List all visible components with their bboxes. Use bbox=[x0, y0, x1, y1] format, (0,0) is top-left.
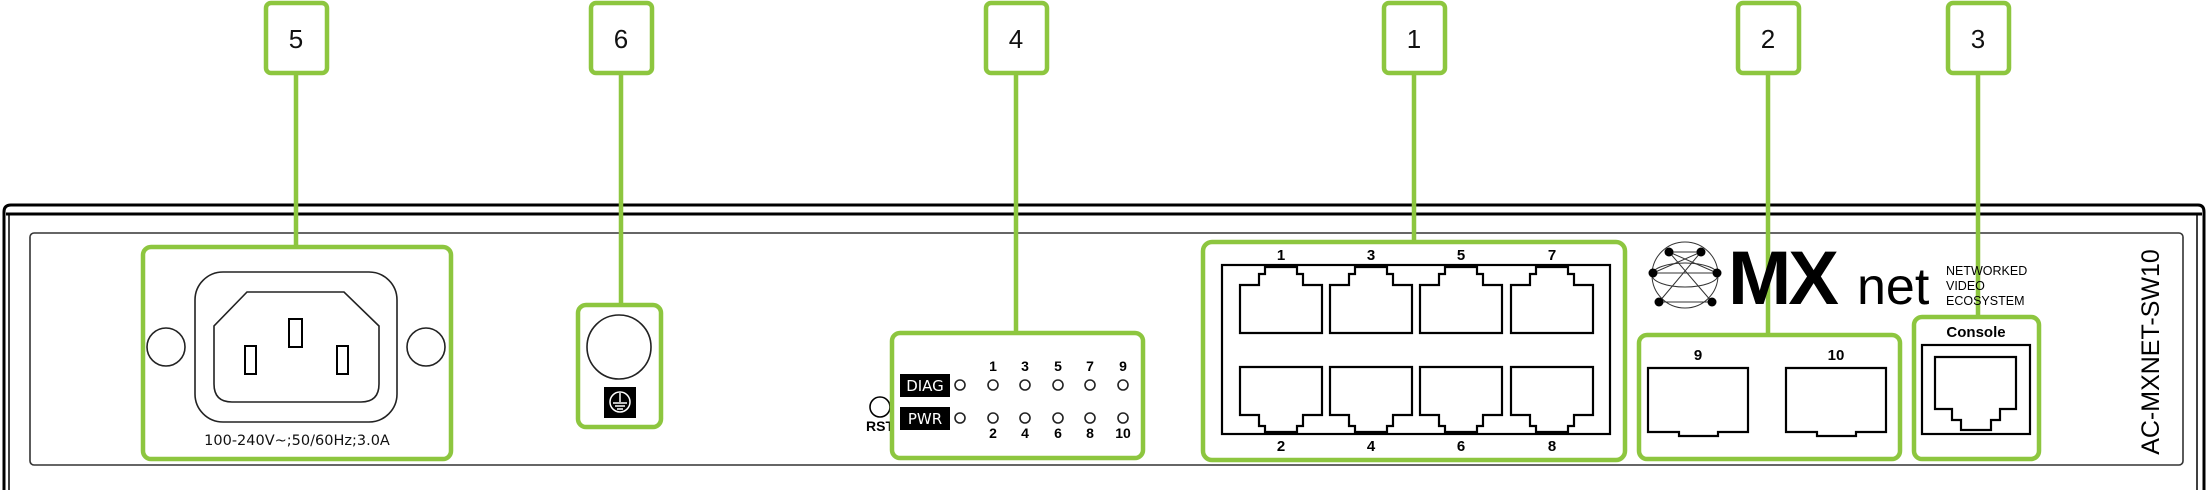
led-number: 10 bbox=[1115, 425, 1131, 441]
svg-text:net: net bbox=[1857, 258, 1930, 316]
pwr-led bbox=[954, 412, 966, 424]
diag-label-bg bbox=[900, 374, 950, 397]
port-led bbox=[1117, 379, 1129, 391]
console-label: Console bbox=[1946, 324, 2005, 341]
led-indicator-group: DIAG PWR 1 3 5 7 9 2 4 6 8 10 bbox=[889, 330, 1146, 461]
port-led bbox=[1052, 379, 1064, 391]
svg-text:3: 3 bbox=[1971, 24, 1985, 54]
svg-text:NETWORKED: NETWORKED bbox=[1946, 264, 2027, 278]
earth-pin bbox=[288, 318, 303, 348]
rj45-port[interactable] bbox=[1328, 265, 1414, 335]
led-number: 1 bbox=[989, 358, 997, 374]
led-number: 5 bbox=[1054, 358, 1062, 374]
port-led bbox=[1084, 412, 1096, 424]
mxnet-logo: MX net NETWORKED VIDEO ECOSYSTEM bbox=[1648, 236, 2027, 321]
svg-text:VIDEO: VIDEO bbox=[1946, 279, 1985, 293]
port-led bbox=[1117, 412, 1129, 424]
front-plate bbox=[29, 232, 2184, 466]
callout-2: 2 bbox=[1735, 0, 1802, 76]
rj45-port[interactable] bbox=[1418, 365, 1504, 434]
ground-screw bbox=[586, 314, 652, 380]
svg-text:2: 2 bbox=[1761, 24, 1775, 54]
svg-text:MX: MX bbox=[1728, 236, 1839, 321]
port-number: 7 bbox=[1548, 247, 1556, 264]
console-port-group: Console bbox=[1911, 314, 2042, 462]
led-number: 6 bbox=[1054, 425, 1062, 441]
console-port[interactable] bbox=[1933, 355, 2018, 432]
led-number: 2 bbox=[989, 425, 997, 441]
port-led bbox=[987, 412, 999, 424]
port-number: 2 bbox=[1277, 438, 1285, 455]
port-led bbox=[1019, 379, 1031, 391]
rj45-port[interactable] bbox=[1328, 365, 1414, 434]
svg-text:RST: RST bbox=[866, 418, 894, 434]
led-number: 7 bbox=[1086, 358, 1094, 374]
ethernet-port-group: 1 2 3 4 5 6 7 8 bbox=[1200, 239, 1628, 463]
port-number: 4 bbox=[1367, 438, 1376, 455]
svg-text:9: 9 bbox=[1694, 347, 1702, 364]
iec-inlet-frame bbox=[194, 271, 398, 423]
mount-hole-right bbox=[406, 327, 446, 367]
port-number: 5 bbox=[1457, 247, 1465, 264]
callout-5: 5 bbox=[263, 0, 330, 76]
neutral-pin bbox=[336, 345, 349, 375]
port-led bbox=[987, 379, 999, 391]
led-number: 8 bbox=[1086, 425, 1094, 441]
svg-text:4: 4 bbox=[1009, 24, 1023, 54]
iec-inlet-socket bbox=[213, 291, 380, 403]
mount-hole-left bbox=[146, 327, 186, 367]
svg-text:10: 10 bbox=[1828, 347, 1845, 364]
svg-text:1: 1 bbox=[1407, 24, 1421, 54]
sfp-port-group: 9 10 bbox=[1636, 332, 1903, 462]
led-number: 4 bbox=[1021, 425, 1029, 441]
port-number: 8 bbox=[1548, 438, 1556, 455]
callout-1: 1 bbox=[1381, 0, 1448, 76]
diag-label: DIAG bbox=[906, 377, 944, 395]
power-inlet-group: 100-240V~;50/60Hz;3.0A bbox=[140, 244, 454, 462]
callout-6: 6 bbox=[588, 0, 655, 76]
led-number: 3 bbox=[1021, 358, 1029, 374]
rj45-port[interactable] bbox=[1509, 265, 1595, 335]
svg-text:ECOSYSTEM: ECOSYSTEM bbox=[1946, 294, 2025, 308]
rj45-port[interactable] bbox=[1509, 365, 1595, 434]
port-led bbox=[1052, 412, 1064, 424]
svg-text:5: 5 bbox=[289, 24, 303, 54]
callout-3: 3 bbox=[1945, 0, 2012, 76]
ground-terminal-group bbox=[575, 302, 664, 430]
port-number: 1 bbox=[1277, 247, 1285, 264]
power-rating: 100-240V~;50/60Hz;3.0A bbox=[204, 433, 390, 449]
sfp-port-10[interactable]: 10 bbox=[1784, 347, 1888, 438]
svg-text:6: 6 bbox=[614, 24, 628, 54]
line-pin bbox=[244, 345, 257, 375]
led-number: 9 bbox=[1119, 358, 1127, 374]
pwr-label: PWR bbox=[908, 410, 942, 428]
port-led bbox=[1084, 379, 1096, 391]
pwr-label-bg bbox=[900, 407, 950, 430]
rj45-port[interactable] bbox=[1418, 265, 1504, 335]
port-number: 3 bbox=[1367, 247, 1375, 264]
port-number: 6 bbox=[1457, 438, 1465, 455]
rj45-port[interactable] bbox=[1238, 265, 1324, 335]
rj45-port[interactable] bbox=[1238, 365, 1324, 434]
callout-4: 4 bbox=[983, 0, 1050, 76]
model-number: AC-MXNET-SW10 bbox=[2137, 249, 2165, 455]
chassis bbox=[2, 203, 2206, 490]
network-nodes-icon bbox=[1651, 241, 1719, 309]
port-led bbox=[1019, 412, 1031, 424]
sfp-port-9[interactable]: 9 bbox=[1646, 347, 1750, 438]
diag-led bbox=[954, 379, 966, 391]
